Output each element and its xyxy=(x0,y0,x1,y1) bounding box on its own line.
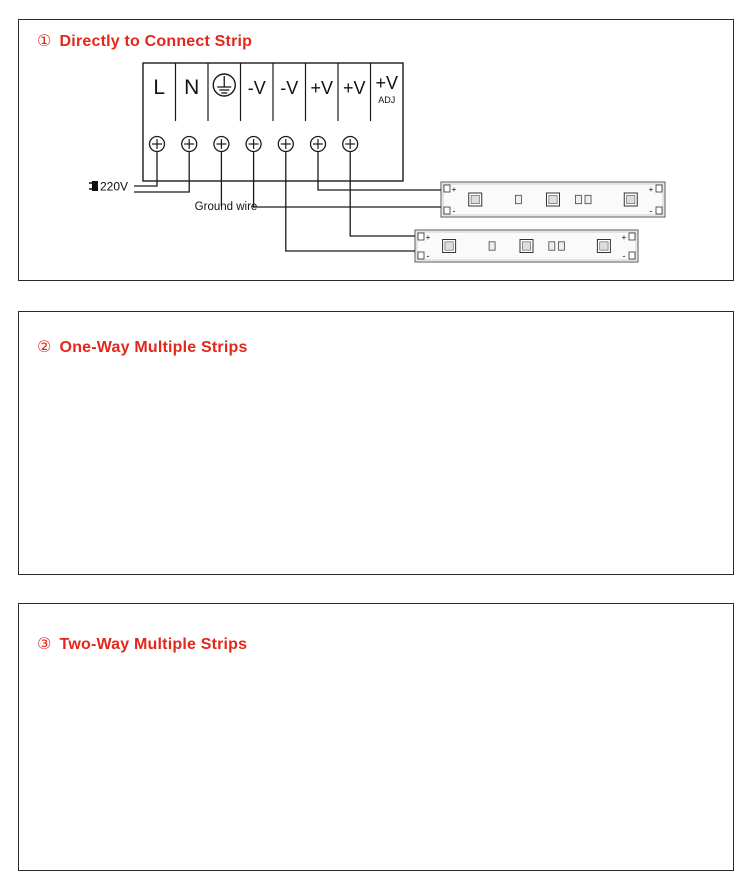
section-1-title: ① Directly to Connect Strip xyxy=(37,31,252,51)
s1-terminal-label: +V xyxy=(310,78,333,98)
s1-strip-1-led-lens xyxy=(470,195,480,204)
s1-strip-2-resistor xyxy=(548,241,556,251)
section-1-title-text: Directly to Connect Strip xyxy=(59,33,253,50)
s1-strip-2-pad-pos-end xyxy=(628,232,636,241)
s1-wire-neg-strip1 xyxy=(252,151,441,208)
s1-terminal-adj-label: ADJ xyxy=(378,95,395,105)
screw-terminal-icon xyxy=(181,135,198,153)
s1-wire-pos-strip2 xyxy=(349,151,415,237)
s1-strip-1-resistor xyxy=(575,194,582,205)
screw-terminal-icon xyxy=(309,135,327,153)
s1-ground-circle xyxy=(212,73,236,97)
power-plug-icon: 220V xyxy=(89,180,128,194)
s1-strip-2-led-lens xyxy=(522,241,531,251)
s1-strip-1-minus-label-end: - xyxy=(650,206,653,216)
s1-ground-label: Ground wire xyxy=(195,201,258,213)
s1-strip-1-pad-pos-end xyxy=(655,184,663,193)
s1-wire-N xyxy=(134,151,190,193)
s1-strip-1-minus-label: - xyxy=(453,206,456,216)
s1-terminal-label: N xyxy=(184,76,199,99)
s1-strip-2-pad-pos xyxy=(417,232,425,241)
s1-strip-1-resistor xyxy=(584,194,592,205)
s1-strip-1-led-lens xyxy=(626,195,636,204)
section-1-number: ① xyxy=(37,31,52,50)
section-2-title: ② One-Way Multiple Strips xyxy=(37,337,248,357)
s1-strip-2-minus-label-end: - xyxy=(623,251,626,261)
s1-strip-2-pad-neg xyxy=(417,251,425,260)
s1-strip-2-plus-label: + xyxy=(426,233,431,242)
s1-strip-1-pad-pos xyxy=(443,184,451,193)
s1-wire-L xyxy=(134,151,158,187)
s1-strip-1: + - + - xyxy=(440,181,666,218)
screw-terminal-icon xyxy=(342,135,359,153)
s1-plug-body xyxy=(92,181,98,191)
s1-terminal-label: -V xyxy=(248,78,266,98)
s1-strip-2-plus-label-end: + xyxy=(622,233,627,242)
section-3-number: ③ xyxy=(37,634,52,653)
s1-wire-neg-strip2 xyxy=(285,151,415,252)
screw-terminal-icon xyxy=(245,135,262,153)
section-3-title-text: Two-Way Multiple Strips xyxy=(59,636,248,653)
s1-strip-1-inner xyxy=(442,183,664,216)
s1-strip-2-led-lens xyxy=(444,241,454,251)
screw-terminal-icon xyxy=(277,135,294,153)
s1-strip-2-resistor xyxy=(558,241,565,251)
section-3-panel xyxy=(18,603,734,871)
s1-strip-1-resistor xyxy=(515,194,522,205)
s1-terminal-label: +V xyxy=(375,73,398,93)
s1-strip-1-pad-neg xyxy=(443,206,451,215)
section-2-title-text: One-Way Multiple Strips xyxy=(59,339,248,356)
s1-strip-2-minus-label: - xyxy=(427,251,430,261)
section-2-panel xyxy=(18,311,734,575)
screw-terminal-icon xyxy=(213,135,230,153)
s1-strip-2-resistor xyxy=(488,241,496,251)
s1-strip-2-inner xyxy=(416,231,637,261)
s1-strip-2-pad-neg-end xyxy=(628,251,636,260)
s1-input-label: 220V xyxy=(100,180,128,194)
screw-terminal-icon xyxy=(148,135,166,153)
s1-strip-1-pad-neg-end xyxy=(655,206,663,215)
s1-strip-2-led-lens xyxy=(599,241,609,251)
s1-strip-1-plus-label-end: + xyxy=(649,185,654,194)
section-2-number: ② xyxy=(37,337,52,356)
s1-strip-2: + - + - xyxy=(414,229,639,263)
earth-ground-icon xyxy=(212,73,236,97)
s1-terminal-label: +V xyxy=(343,78,366,98)
s1-strip-1-led-lens xyxy=(548,195,558,204)
section-3-title: ③ Two-Way Multiple Strips xyxy=(37,634,247,654)
s1-wire-pos-strip1 xyxy=(317,151,441,191)
s1-terminal-label: L xyxy=(153,76,165,99)
s1-terminal-label: -V xyxy=(280,78,298,98)
s1-strip-1-plus-label: + xyxy=(452,185,457,194)
